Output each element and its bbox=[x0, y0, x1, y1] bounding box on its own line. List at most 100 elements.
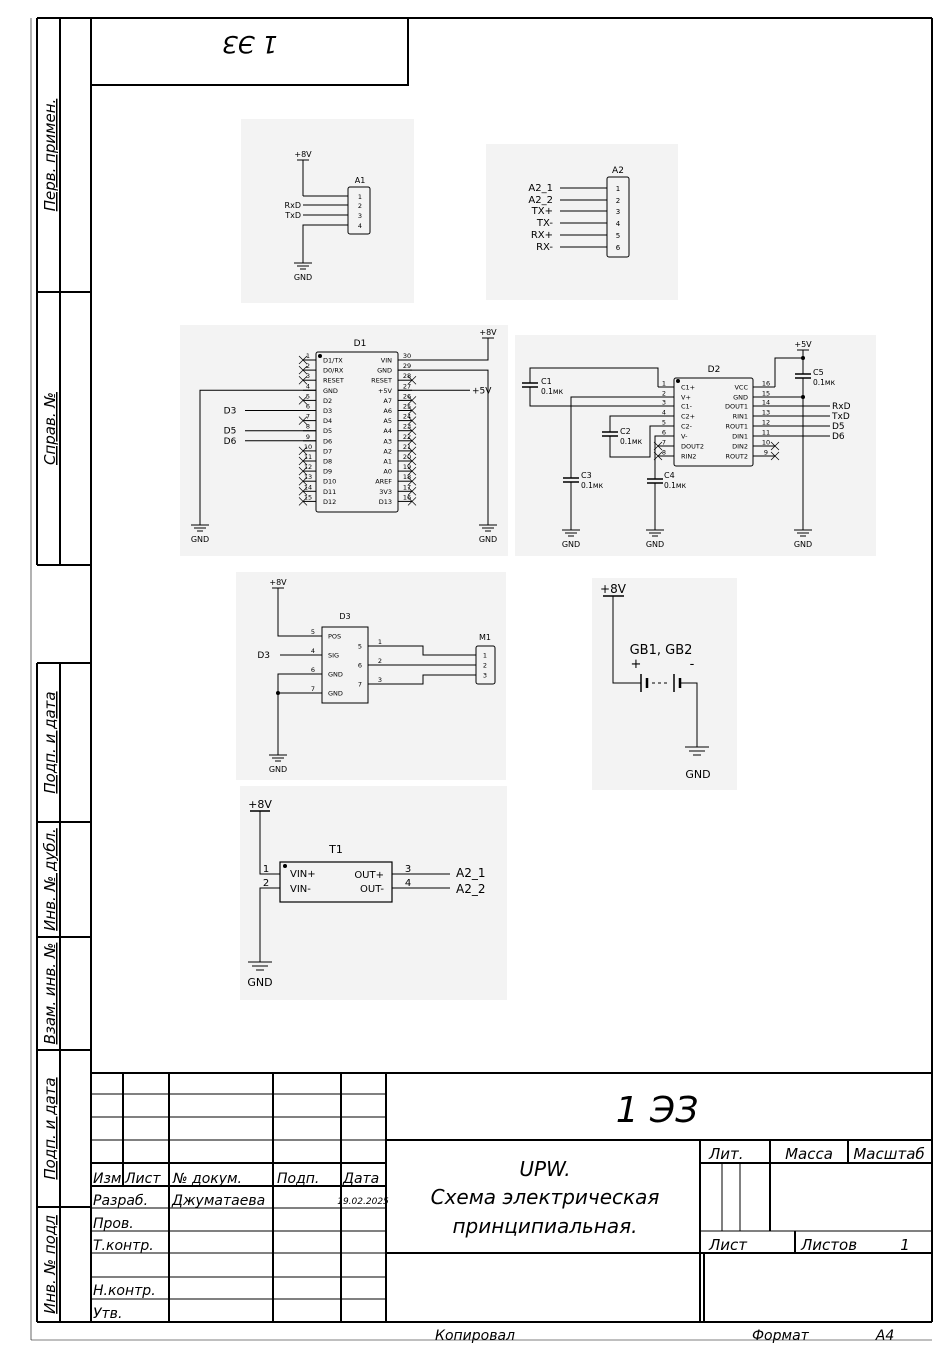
wire bbox=[398, 369, 489, 525]
pin-name: SIG bbox=[328, 652, 339, 660]
pin-number: 5 bbox=[306, 392, 310, 400]
pin-name: D8 bbox=[323, 458, 332, 466]
net-label: A2_1 bbox=[528, 183, 553, 194]
pin-number: 11 bbox=[304, 453, 312, 461]
pin-name: ROUT2 bbox=[726, 453, 749, 461]
pin-number: 29 bbox=[403, 362, 411, 370]
ground-label: GND bbox=[479, 535, 497, 544]
pin-name: D9 bbox=[323, 468, 332, 476]
cap-ref: C4 bbox=[664, 471, 675, 480]
ref-d1: D1 bbox=[354, 339, 367, 349]
pin-name: A1 bbox=[383, 458, 392, 466]
role-label: Утв. bbox=[93, 1306, 122, 1322]
ground-label: GND bbox=[191, 535, 209, 544]
pin-name: A0 bbox=[383, 468, 392, 476]
pin-number: 2 bbox=[483, 662, 487, 670]
lit-label: Лит. bbox=[708, 1145, 744, 1163]
pin-number: 15 bbox=[304, 493, 312, 501]
pin-name: VCC bbox=[734, 384, 748, 392]
power-label: +8V bbox=[248, 798, 272, 811]
schematic-panel bbox=[486, 144, 678, 300]
no-connect-icon bbox=[298, 456, 308, 466]
pin-number: 6 bbox=[306, 403, 310, 411]
pin-number: 4 bbox=[405, 878, 411, 889]
cap-value: 0.1мк bbox=[664, 481, 687, 490]
no-connect-icon bbox=[407, 375, 417, 385]
net-label: D5 bbox=[832, 422, 845, 432]
pin-number: 30 bbox=[403, 352, 411, 360]
pin-name: DOUT2 bbox=[681, 443, 704, 451]
pin-number: 15 bbox=[762, 390, 770, 398]
pin-number: 27 bbox=[403, 382, 411, 390]
cap-ref: C1 bbox=[541, 377, 552, 386]
pin-name: D13 bbox=[379, 498, 392, 506]
pin-number: 17 bbox=[403, 483, 411, 491]
wire bbox=[398, 338, 489, 361]
ground-label: GND bbox=[294, 273, 312, 282]
wire bbox=[609, 415, 658, 432]
net-label: A2_1 bbox=[456, 866, 485, 880]
battery-ref: GB1, GB2 bbox=[630, 643, 693, 658]
ref-t1: T1 bbox=[328, 843, 343, 856]
pin-name: GND bbox=[328, 671, 343, 679]
pin-number: 3 bbox=[662, 399, 666, 407]
pin-name: C2+ bbox=[681, 413, 695, 421]
schematic-panel bbox=[240, 786, 507, 1000]
pin-number: 7 bbox=[358, 681, 362, 689]
pin-name: OUT- bbox=[360, 884, 384, 895]
no-connect-icon bbox=[298, 476, 308, 486]
pin-name: A4 bbox=[383, 427, 392, 435]
column-header: Лист bbox=[124, 1171, 161, 1187]
net-label: A2_2 bbox=[456, 882, 485, 896]
pin-number: 4 bbox=[358, 222, 362, 230]
pin-number: 24 bbox=[403, 413, 411, 421]
junction-dot bbox=[801, 356, 805, 360]
pin-number: 13 bbox=[304, 473, 312, 481]
pin-name: OUT+ bbox=[354, 870, 384, 881]
net-label: RX- bbox=[536, 242, 553, 253]
connector-a1 bbox=[347, 186, 371, 235]
doc-code-rotated: 1 ЭЗ bbox=[222, 30, 277, 58]
format-value: A4 bbox=[875, 1328, 894, 1344]
pin-name: D5 bbox=[323, 427, 332, 435]
pin-name: DIN1 bbox=[732, 433, 748, 441]
side-label: Справ. № bbox=[41, 392, 59, 465]
power-label: +8V bbox=[600, 582, 627, 596]
pin-name: C1- bbox=[681, 403, 693, 411]
drawing-title: Схема электрическая bbox=[431, 1185, 660, 1209]
no-connect-icon bbox=[298, 497, 308, 506]
cap-ref: C2 bbox=[620, 427, 631, 436]
pin-number: 6 bbox=[616, 244, 621, 252]
wire bbox=[774, 357, 803, 387]
pin-number: 5 bbox=[358, 643, 362, 651]
pin-number: 11 bbox=[762, 429, 770, 437]
pin-name: A6 bbox=[383, 407, 392, 415]
no-connect-icon bbox=[298, 365, 308, 375]
doc-code: 1 ЭЗ bbox=[616, 1090, 699, 1131]
no-connect-icon bbox=[770, 451, 780, 461]
pin-number: 21 bbox=[403, 443, 411, 451]
net-label: +5V bbox=[472, 386, 492, 396]
pin-number: 16 bbox=[403, 493, 411, 501]
pin-number: 18 bbox=[403, 473, 411, 481]
battery-minus: - bbox=[690, 657, 695, 672]
schematic-panel bbox=[515, 335, 876, 556]
ground-label: GND bbox=[269, 765, 287, 774]
pin-number: 14 bbox=[762, 399, 770, 407]
power-label: +8V bbox=[479, 328, 497, 337]
pin-number: 19 bbox=[403, 463, 411, 471]
junction-dot bbox=[318, 354, 322, 358]
cap-ref: C5 bbox=[813, 368, 824, 377]
junction-dot bbox=[676, 379, 680, 383]
pin-number: 12 bbox=[304, 463, 312, 471]
pin-number: 3 bbox=[616, 208, 620, 216]
pin-name: A3 bbox=[383, 437, 392, 445]
net-label: TX- bbox=[536, 218, 553, 229]
pin-number: 3 bbox=[306, 372, 310, 380]
pin-number: 6 bbox=[358, 662, 362, 670]
sheets-label: Листов bbox=[800, 1236, 857, 1254]
pin-number: 5 bbox=[662, 419, 666, 427]
ref-m1: M1 bbox=[479, 633, 491, 642]
drawing-title: UPW. bbox=[519, 1157, 570, 1181]
ground-label: GND bbox=[794, 540, 812, 549]
